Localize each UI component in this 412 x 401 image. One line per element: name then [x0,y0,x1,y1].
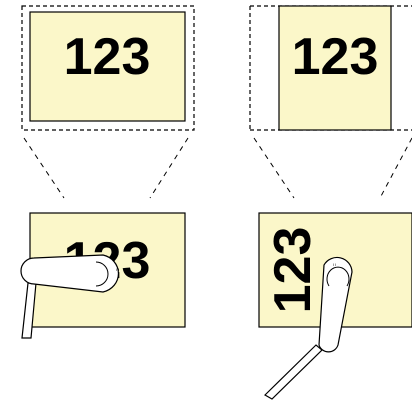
left-document [29,11,186,122]
svg-text:I I: I I [116,267,119,272]
right-document [278,5,392,131]
left-top-view: 123 [21,5,195,131]
left-connector [23,137,189,199]
handheld-scanner-icon: I I [20,254,119,339]
left-bottom-view: 123 I I [20,212,186,339]
svg-text:I I: I I [333,262,336,267]
right-bottom-view: 123 I I [258,212,412,400]
left-scan-frame [21,5,195,131]
right-scanned-number: 123 [264,227,322,314]
handheld-scanner-icon: I I [264,256,353,400]
right-connector [253,137,412,199]
right-top-view: 123 [249,5,412,131]
left-document-number: 123 [64,28,151,86]
right-document-number: 123 [292,28,379,86]
